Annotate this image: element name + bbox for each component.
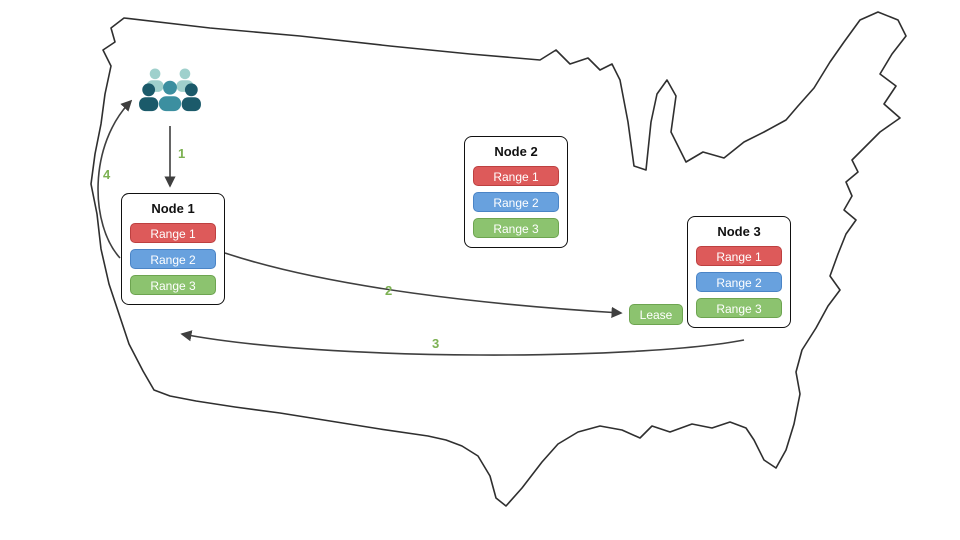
node-1-range-2-badge: Range 2 — [130, 249, 216, 269]
arrow-step-3 — [180, 330, 745, 356]
node-2-title: Node 2 — [494, 144, 538, 159]
users-icon — [138, 64, 202, 122]
arrow-step-4 — [97, 99, 133, 259]
node-3-title: Node 3 — [717, 224, 761, 239]
node-2-range-1-badge: Range 1 — [473, 166, 559, 186]
node-1: Node 1 Range 1 Range 2 Range 3 — [121, 193, 225, 305]
node-1-title: Node 1 — [151, 201, 195, 216]
lease-badge: Lease — [629, 304, 683, 325]
step-label-3: 3 — [432, 336, 440, 351]
node-3-range-1-badge: Range 1 — [696, 246, 782, 266]
node-2-range-3-badge: Range 3 — [473, 218, 559, 238]
users-group-icon — [139, 68, 201, 112]
node-3: Node 3 Range 1 Range 2 Range 3 — [687, 216, 791, 328]
step-label-2: 2 — [385, 283, 393, 298]
us-map-path — [90, 11, 907, 507]
node-2: Node 2 Range 1 Range 2 Range 3 — [464, 136, 568, 248]
node-1-range-1-badge: Range 1 — [130, 223, 216, 243]
node-3-range-3-badge: Range 3 — [696, 298, 782, 318]
step-label-4: 4 — [103, 167, 111, 182]
node-3-range-2-badge: Range 2 — [696, 272, 782, 292]
arrow-step-2 — [224, 252, 623, 319]
node-2-range-2-badge: Range 2 — [473, 192, 559, 212]
step-label-1: 1 — [178, 146, 186, 161]
node-1-range-3-badge: Range 3 — [130, 275, 216, 295]
